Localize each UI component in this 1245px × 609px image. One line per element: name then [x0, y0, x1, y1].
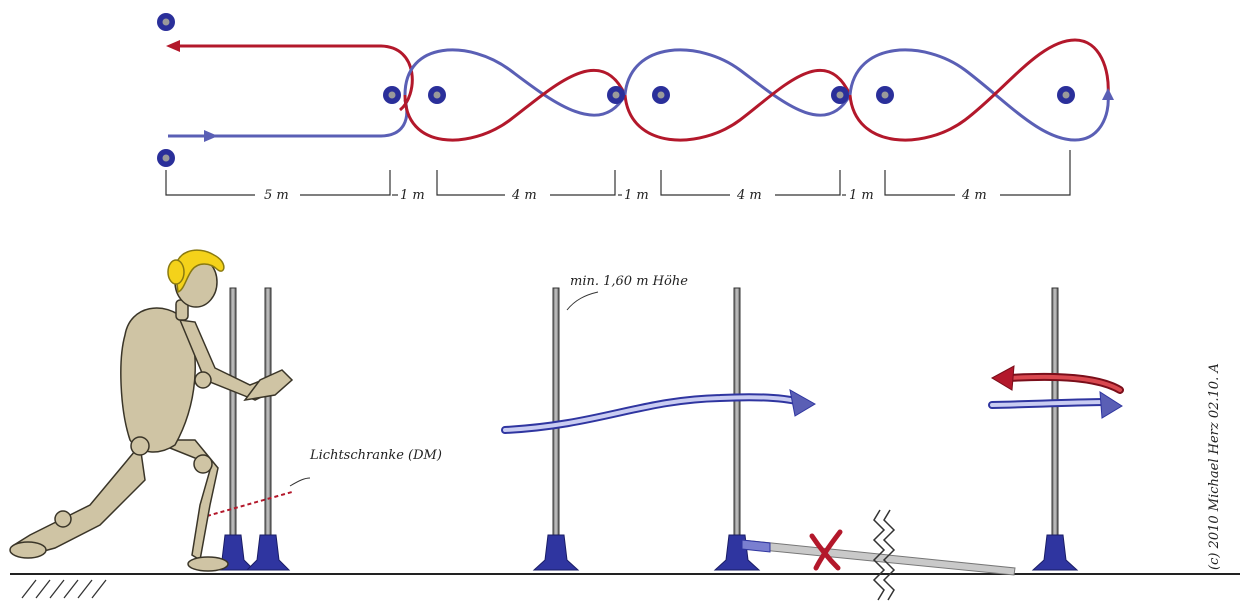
turn-arrow-icon	[1102, 88, 1114, 100]
course-path	[166, 38, 1114, 142]
zigzag-break-icon	[872, 509, 896, 601]
copyright-label: (c) 2010 Michael Herz 02.10. A	[1207, 363, 1222, 570]
distance-label: 4 m	[511, 188, 537, 203]
fallen-pole	[741, 539, 1016, 576]
height-pointer	[566, 291, 599, 311]
pole-height-label: min. 1,60 m Höhe	[570, 274, 688, 289]
pole-markers	[157, 13, 1075, 167]
pole	[1031, 287, 1079, 571]
pole-marker-icon	[831, 86, 849, 104]
start-path-blue	[168, 99, 409, 138]
pole-marker-icon	[607, 86, 625, 104]
pole	[532, 287, 580, 571]
pole-marker-icon	[383, 86, 401, 104]
pole-marker-icon	[157, 13, 175, 31]
pole	[210, 287, 256, 571]
pole-marker-icon	[652, 86, 670, 104]
pass-arrow-icon	[789, 389, 816, 417]
light-barrier-line	[206, 491, 293, 517]
distance-label: 5 m	[264, 188, 289, 203]
ground-hatch	[21, 579, 107, 599]
poles	[210, 287, 1079, 576]
turn-arrows	[988, 365, 1124, 419]
distance-label: 4 m	[736, 188, 762, 203]
distance-label: 1 m	[624, 188, 649, 203]
x-mark-icon	[809, 529, 843, 571]
pass-arrow	[501, 389, 816, 434]
turn-right-arrow-icon	[1099, 391, 1123, 419]
pole	[245, 287, 291, 571]
pole-marker-icon	[876, 86, 894, 104]
mannequin-figure	[9, 249, 294, 572]
dimension-lines	[165, 150, 1071, 196]
light-barrier-label: Lichtschranke (DM)	[309, 448, 442, 463]
return-arrow-icon	[166, 40, 180, 52]
turn-left-arrow-icon	[990, 365, 1015, 391]
light-barrier-pointer	[289, 477, 311, 487]
start-arrow-icon	[204, 130, 218, 142]
pole-marker-icon	[1057, 86, 1075, 104]
distance-label: 4 m	[961, 188, 987, 203]
distance-label: 1 m	[400, 188, 425, 203]
pole	[713, 287, 761, 571]
return-path-red	[175, 44, 414, 112]
pole-marker-icon	[157, 149, 175, 167]
distance-label: 1 m	[849, 188, 874, 203]
dimension-labels: 5 m 1 m 4 m 1 m 4 m 1 m 4 m	[264, 188, 987, 203]
pole-marker-icon	[428, 86, 446, 104]
